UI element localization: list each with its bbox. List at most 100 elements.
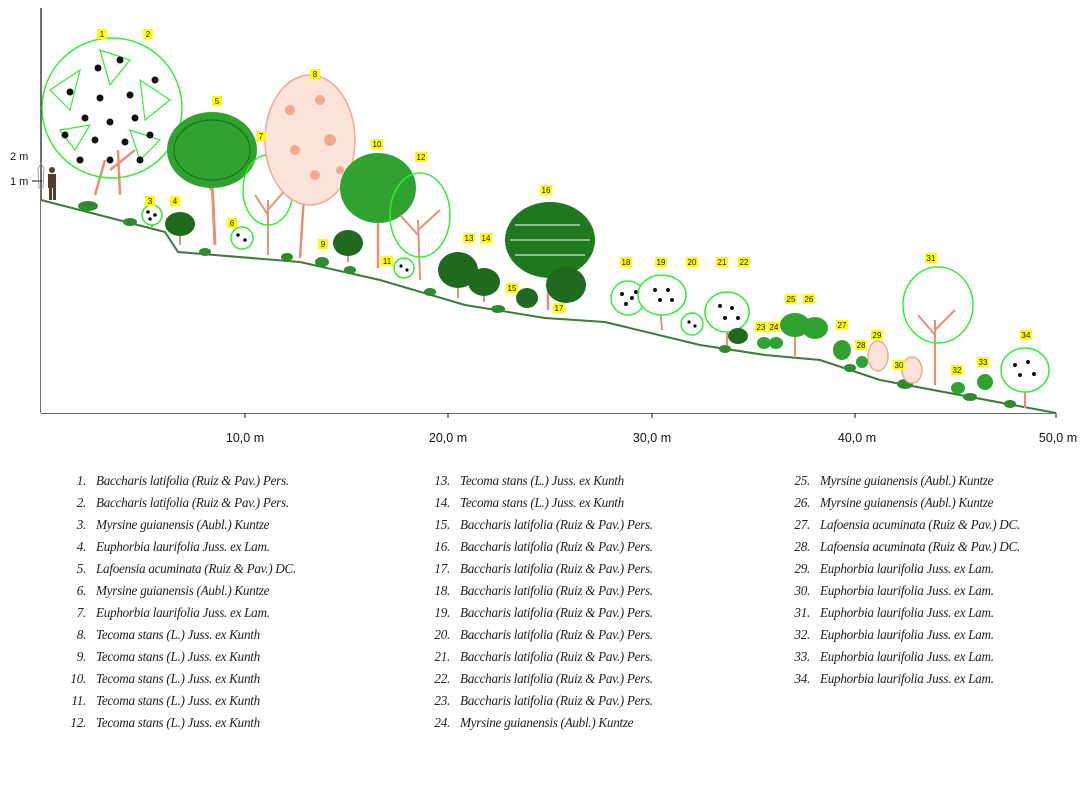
svg-text:31: 31	[927, 254, 936, 263]
tree-15-baccharis	[516, 288, 538, 308]
x-tick-label-20: 20,0 m	[429, 431, 467, 445]
tree-20-22-baccharis	[680, 291, 750, 345]
svg-text:24: 24	[770, 323, 779, 332]
legend-item: 5.Lafoensia acuminata (Ruiz & Pav.) DC.	[76, 561, 297, 576]
tree-25-26-myrsine	[780, 313, 828, 356]
legend-item: 20.Baccharis latifolia (Ruiz & Pav.) Per…	[434, 627, 653, 642]
svg-text:30: 30	[895, 361, 904, 370]
tree-32-33-euphorbia	[951, 374, 993, 394]
legend-item: 4.Euphorbia laurifolia Juss. ex Lam.	[76, 539, 270, 554]
legend-item: 1.Baccharis latifolia (Ruiz & Pav.) Pers…	[76, 473, 289, 488]
tree-29-euphorbia	[867, 340, 889, 372]
svg-text:15: 15	[508, 284, 517, 293]
tree-9-tecoma	[333, 230, 363, 262]
legend-item: 32.Euphorbia laurifolia Juss. ex Lam.	[794, 627, 994, 642]
legend-item: 22.Baccharis latifolia (Ruiz & Pav.) Per…	[434, 671, 653, 686]
svg-text:13: 13	[465, 234, 474, 243]
svg-text:20: 20	[688, 258, 697, 267]
legend-item: 12.Tecoma stans (L.) Juss. ex Kunth	[70, 715, 260, 730]
tree-tags: 1 2 3 4 5 6 7 8 9 10 11 12 13 14 15 16 1…	[97, 29, 1032, 375]
svg-text:27: 27	[838, 321, 847, 330]
height-label-1m: 1 m	[10, 176, 28, 188]
tree-tag-7: 7	[256, 131, 266, 141]
tree-tag-22: 22	[738, 257, 750, 267]
svg-text:32: 32	[953, 366, 962, 375]
svg-text:6: 6	[230, 219, 235, 228]
legend-item: 24.Myrsine guianensis (Aubl.) Kuntze	[434, 715, 634, 730]
svg-text:4: 4	[173, 197, 178, 206]
svg-text:28: 28	[857, 341, 866, 350]
svg-text:25: 25	[787, 295, 796, 304]
tree-tag-11: 11	[381, 256, 393, 266]
terrain-fill	[41, 200, 1056, 413]
tree-tag-18: 18	[620, 257, 632, 267]
svg-text:17: 17	[555, 304, 564, 313]
tree-tag-8: 8	[310, 69, 320, 79]
tree-6-myrsine	[230, 226, 254, 250]
tree-34-euphorbia	[1000, 347, 1050, 408]
legend-item: 10.Tecoma stans (L.) Juss. ex Kunth	[70, 671, 260, 686]
tree-tag-24: 24	[768, 322, 780, 332]
svg-text:3: 3	[148, 197, 153, 206]
tree-tag-17: 17	[553, 303, 565, 313]
tree-tag-33: 33	[977, 357, 989, 367]
tree-tag-12: 12	[415, 152, 427, 162]
tree-tag-2: 2	[143, 29, 153, 39]
tree-tag-29: 29	[871, 330, 883, 340]
tree-5-lafoensia	[167, 112, 257, 246]
tree-23-24	[757, 337, 783, 349]
tree-tag-14: 14	[480, 233, 492, 243]
tree-tag-30: 30	[893, 360, 905, 370]
tree-31-euphorbia	[902, 266, 974, 385]
legend-item: 17.Baccharis latifolia (Ruiz & Pav.) Per…	[434, 561, 653, 576]
x-tick-label-30: 30,0 m	[633, 431, 671, 445]
x-tick-label-10: 10,0 m	[226, 431, 264, 445]
tree-17-baccharis	[546, 267, 586, 303]
svg-text:11: 11	[383, 257, 392, 266]
tree-tag-34: 34	[1020, 330, 1032, 340]
svg-text:1: 1	[100, 30, 105, 39]
tree-tag-25: 25	[785, 294, 797, 304]
tree-27-28-lafoensia	[833, 340, 868, 368]
tree-12-tecoma	[389, 172, 451, 281]
tree-tag-5: 5	[212, 96, 222, 106]
legend-item: 26.Myrsine guianensis (Aubl.) Kuntze	[794, 495, 994, 510]
svg-text:21: 21	[718, 258, 727, 267]
tree-tag-10: 10	[371, 139, 383, 149]
legend-item: 2.Baccharis latifolia (Ruiz & Pav.) Pers…	[76, 495, 289, 510]
tree-3-myrsine	[141, 204, 163, 228]
svg-text:26: 26	[805, 295, 814, 304]
legend-item: 9.Tecoma stans (L.) Juss. ex Kunth	[76, 649, 261, 664]
species-legend-column-1: 1.Baccharis latifolia (Ruiz & Pav.) Pers…	[62, 470, 296, 734]
legend-item: 6.Myrsine guianensis (Aubl.) Kuntze	[76, 583, 270, 598]
tree-tag-26: 26	[803, 294, 815, 304]
legend-item: 11.Tecoma stans (L.) Juss. ex Kunth	[71, 693, 260, 708]
svg-text:19: 19	[657, 258, 666, 267]
tree-tag-9: 9	[318, 239, 328, 249]
tree-tag-23: 23	[755, 322, 767, 332]
tree-tag-19: 19	[655, 257, 667, 267]
tree-tag-15: 15	[506, 283, 518, 293]
tree-tag-13: 13	[463, 233, 475, 243]
svg-text:18: 18	[622, 258, 631, 267]
svg-text:9: 9	[321, 240, 326, 249]
legend-item: 14.Tecoma stans (L.) Juss. ex Kunth	[434, 495, 624, 510]
x-tick-label-40: 40,0 m	[838, 431, 876, 445]
legend-item: 19.Baccharis latifolia (Ruiz & Pav.) Per…	[434, 605, 653, 620]
svg-text:34: 34	[1022, 331, 1031, 340]
tree-tag-6: 6	[227, 218, 237, 228]
human-scale-figure	[37, 163, 56, 200]
legend-item: 3.Myrsine guianensis (Aubl.) Kuntze	[76, 517, 270, 532]
tree-4-euphorbia	[165, 212, 195, 245]
svg-text:16: 16	[542, 186, 551, 195]
tree-tag-20: 20	[686, 257, 698, 267]
svg-text:8: 8	[313, 70, 318, 79]
tree-1-2-baccharis	[41, 37, 183, 196]
tree-tag-21: 21	[716, 257, 728, 267]
legend-item: 16.Baccharis latifolia (Ruiz & Pav.) Per…	[434, 539, 653, 554]
legend-item: 21.Baccharis latifolia (Ruiz & Pav.) Per…	[434, 649, 653, 664]
legend-item: 25.Myrsine guianensis (Aubl.) Kuntze	[794, 473, 994, 488]
tree-tag-32: 32	[951, 365, 963, 375]
svg-text:22: 22	[740, 258, 749, 267]
svg-text:12: 12	[417, 153, 426, 162]
